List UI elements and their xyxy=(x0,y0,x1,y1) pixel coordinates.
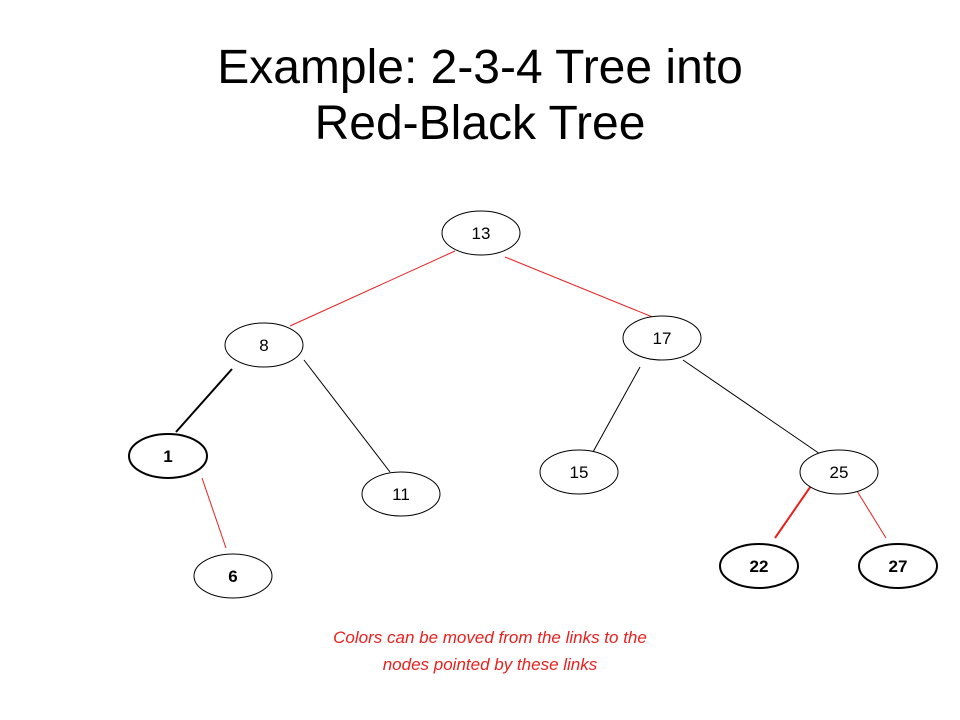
edge-25-27 xyxy=(856,490,887,539)
tree-node-15: 15 xyxy=(539,449,619,495)
tree-node-13: 13 xyxy=(441,210,521,256)
node-label-25: 25 xyxy=(830,463,849,482)
edge-13-8 xyxy=(289,250,456,327)
title-line-1: Example: 2-3-4 Tree into xyxy=(217,41,743,94)
node-label-17: 17 xyxy=(653,329,672,348)
caption-line-2: nodes pointed by these links xyxy=(382,655,598,674)
edge-1-6 xyxy=(201,477,227,549)
tree-node-11: 11 xyxy=(361,471,441,517)
node-label-13: 13 xyxy=(472,224,491,243)
edge-13-17 xyxy=(504,256,656,319)
node-label-1: 1 xyxy=(163,447,172,466)
edge-8-1 xyxy=(175,368,233,433)
slide-title: Example: 2-3-4 Tree into Red-Black Tree xyxy=(0,40,960,152)
tree-node-6: 6 xyxy=(193,553,273,599)
node-label-27: 27 xyxy=(889,557,908,576)
node-label-22: 22 xyxy=(750,557,769,576)
node-label-11: 11 xyxy=(392,485,410,504)
edge-25-22 xyxy=(774,482,814,539)
tree-node-25: 25 xyxy=(799,449,879,495)
title-line-2: Red-Black Tree xyxy=(314,97,646,150)
tree-node-17: 17 xyxy=(622,315,702,361)
tree-node-8: 8 xyxy=(224,322,304,368)
tree-node-1: 1 xyxy=(128,433,208,479)
caption-note: Colors can be moved from the links to th… xyxy=(240,624,740,678)
edge-8-11 xyxy=(303,359,391,473)
node-label-15: 15 xyxy=(570,463,589,482)
edge-17-15 xyxy=(592,366,641,453)
tree-node-22: 22 xyxy=(719,543,799,589)
node-label-6: 6 xyxy=(228,567,237,586)
tree-node-27: 27 xyxy=(858,543,938,589)
edge-17-25 xyxy=(682,359,821,455)
node-label-8: 8 xyxy=(259,336,268,355)
caption-line-1: Colors can be moved from the links to th… xyxy=(333,628,647,647)
